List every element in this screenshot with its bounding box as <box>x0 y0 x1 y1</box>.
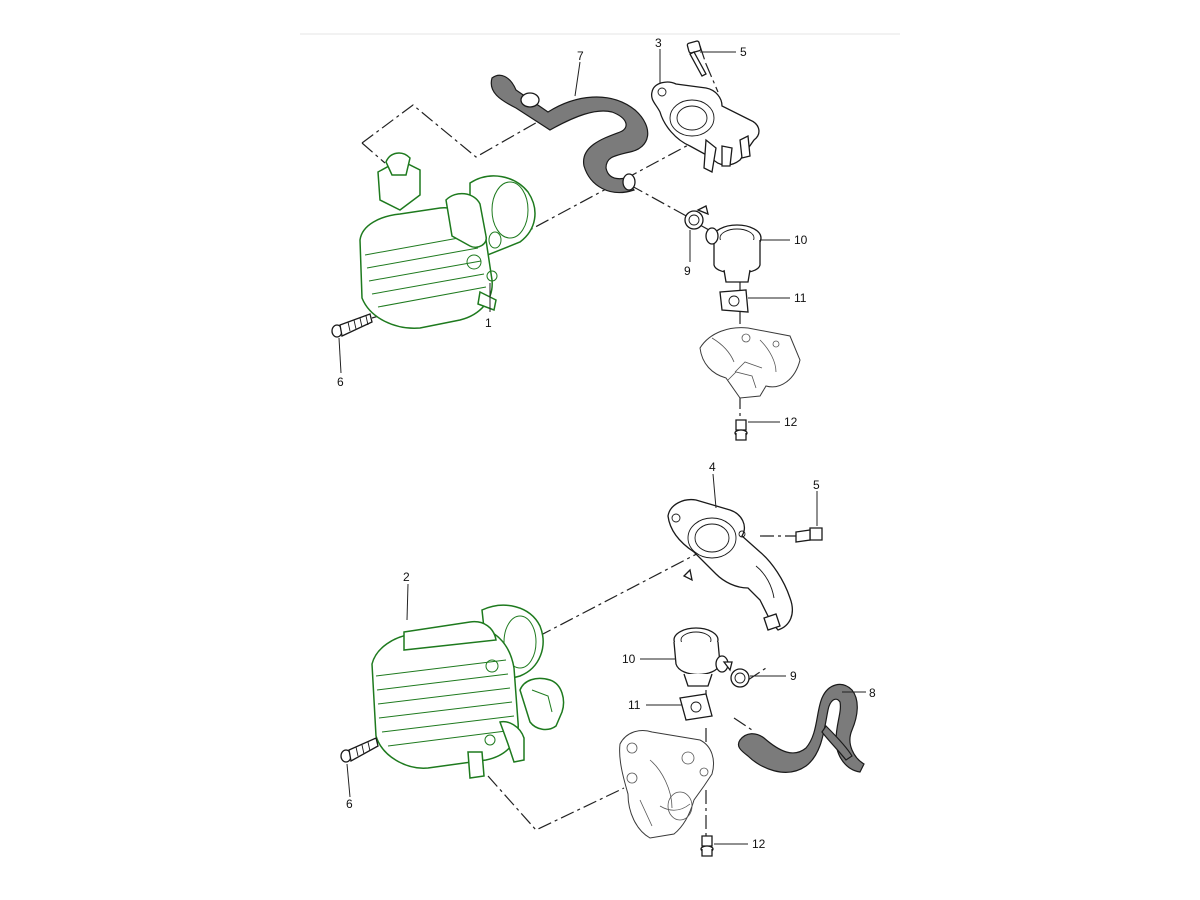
valve-10-bottom <box>673 627 729 687</box>
air-pump-1 <box>359 152 536 329</box>
engine-fragment-top <box>699 327 801 399</box>
callout-12-bottom: 12 <box>752 837 766 851</box>
bolt-6-bottom <box>340 737 379 763</box>
callout-7: 7 <box>577 49 584 63</box>
leader-lines-top <box>338 49 790 423</box>
flange-3 <box>650 81 760 173</box>
callout-5-bottom: 5 <box>813 478 820 492</box>
callout-11-top: 11 <box>794 291 807 305</box>
bolt-12-bottom <box>700 835 714 857</box>
callout-2: 2 <box>403 570 410 584</box>
callout-10-top: 10 <box>794 233 808 247</box>
callout-9-bottom: 9 <box>790 669 797 683</box>
callout-labels: 7 3 5 1 6 9 10 11 12 4 5 2 10 9 11 8 6 1… <box>337 36 876 851</box>
flange-4 <box>667 498 793 631</box>
hose-8 <box>737 683 865 773</box>
callout-6-bottom: 6 <box>346 797 353 811</box>
callout-10-bottom: 10 <box>622 652 636 666</box>
gasket-11-bottom <box>679 693 713 721</box>
bolt-5-bottom <box>795 527 823 543</box>
callout-5-top: 5 <box>740 45 747 59</box>
clamp-9-bottom <box>722 661 750 688</box>
callout-4: 4 <box>709 460 716 474</box>
callout-9-top: 9 <box>684 264 691 278</box>
bolt-6-top <box>331 313 373 338</box>
air-pump-2 <box>371 604 565 779</box>
callout-6-top: 6 <box>337 375 344 389</box>
engine-fragment-bottom <box>619 730 714 839</box>
bolt-12-top <box>734 419 748 441</box>
clamp-9-top <box>684 205 709 230</box>
callout-8: 8 <box>869 686 876 700</box>
callout-3: 3 <box>655 36 662 50</box>
callout-12-top: 12 <box>784 415 798 429</box>
gasket-11-top <box>719 289 749 313</box>
callout-1: 1 <box>485 316 492 330</box>
callout-11-bottom: 11 <box>628 698 641 712</box>
hose-7 <box>490 74 649 194</box>
leader-lines-bottom <box>346 473 866 845</box>
bolt-5-top <box>686 40 707 77</box>
valve-10-top <box>705 224 762 283</box>
